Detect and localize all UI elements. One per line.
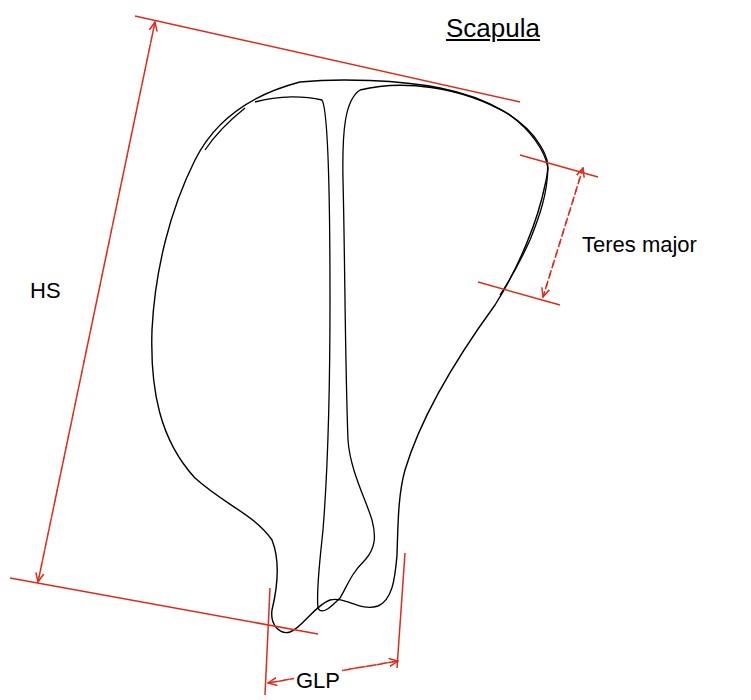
scapula-outline: [152, 80, 548, 633]
scapula-inner-left: [255, 90, 374, 611]
measurement-label: GLP: [294, 668, 342, 693]
dimension-arrow: [543, 168, 583, 297]
measurement-label: HS: [28, 278, 63, 303]
measure-line: [265, 588, 270, 695]
measure-line: [520, 155, 598, 177]
scapula-inner-right: [360, 85, 548, 295]
measure-line: [397, 553, 405, 668]
dimension-arrow: [543, 168, 583, 297]
diagram-title: Scapula: [444, 14, 542, 44]
measure-line: [478, 282, 560, 305]
measure-line: [10, 578, 318, 634]
measurement-label: Teres major: [580, 232, 699, 257]
scapula-border-left: [205, 108, 245, 150]
